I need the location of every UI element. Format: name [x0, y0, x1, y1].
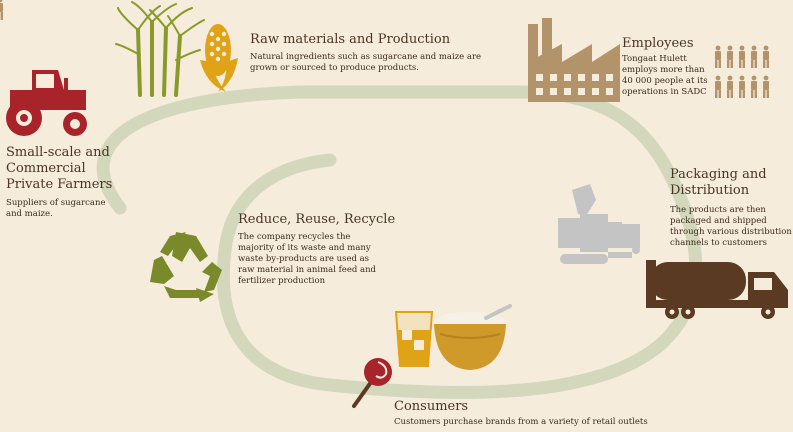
farmers-title: Small-scale and Commercial Private Farme…: [6, 145, 113, 192]
packaging-machine-icon: [558, 184, 640, 264]
corn-icon: [200, 24, 238, 92]
recycle-title: Reduce, Reuse, Recycle: [238, 212, 396, 227]
sugar-bowl-icon: [434, 304, 512, 370]
recycle-icon: [150, 232, 222, 302]
value-chain-loop: [96, 85, 703, 399]
raw-materials-desc: Natural ingredients such as sugarcane an…: [250, 52, 482, 73]
employees-desc: Tongaat Hulett employs more than 40 000 …: [622, 54, 708, 97]
recycle-desc: The company recycles the majority of its…: [238, 232, 376, 286]
people-icon: [0, 0, 769, 98]
factory-icon: [528, 18, 620, 102]
farmers-desc: Suppliers of sugarcane and maize.: [6, 198, 106, 219]
consumers-desc: Customers purchase brands from a variety…: [394, 417, 648, 427]
packaging-title: Packaging and Distribution: [670, 167, 767, 198]
lollipop-icon: [352, 358, 392, 408]
raw-materials-title: Raw materials and Production: [250, 32, 451, 47]
employees-title: Employees: [622, 36, 694, 51]
tractor-icon: [6, 70, 87, 136]
packaging-desc: The products are then packaged and shipp…: [670, 205, 792, 248]
consumers-title: Consumers: [394, 399, 469, 414]
tanker-truck-icon: [646, 260, 788, 319]
drink-glass-icon: [394, 311, 434, 367]
sugarcane-icon: [115, 1, 205, 97]
